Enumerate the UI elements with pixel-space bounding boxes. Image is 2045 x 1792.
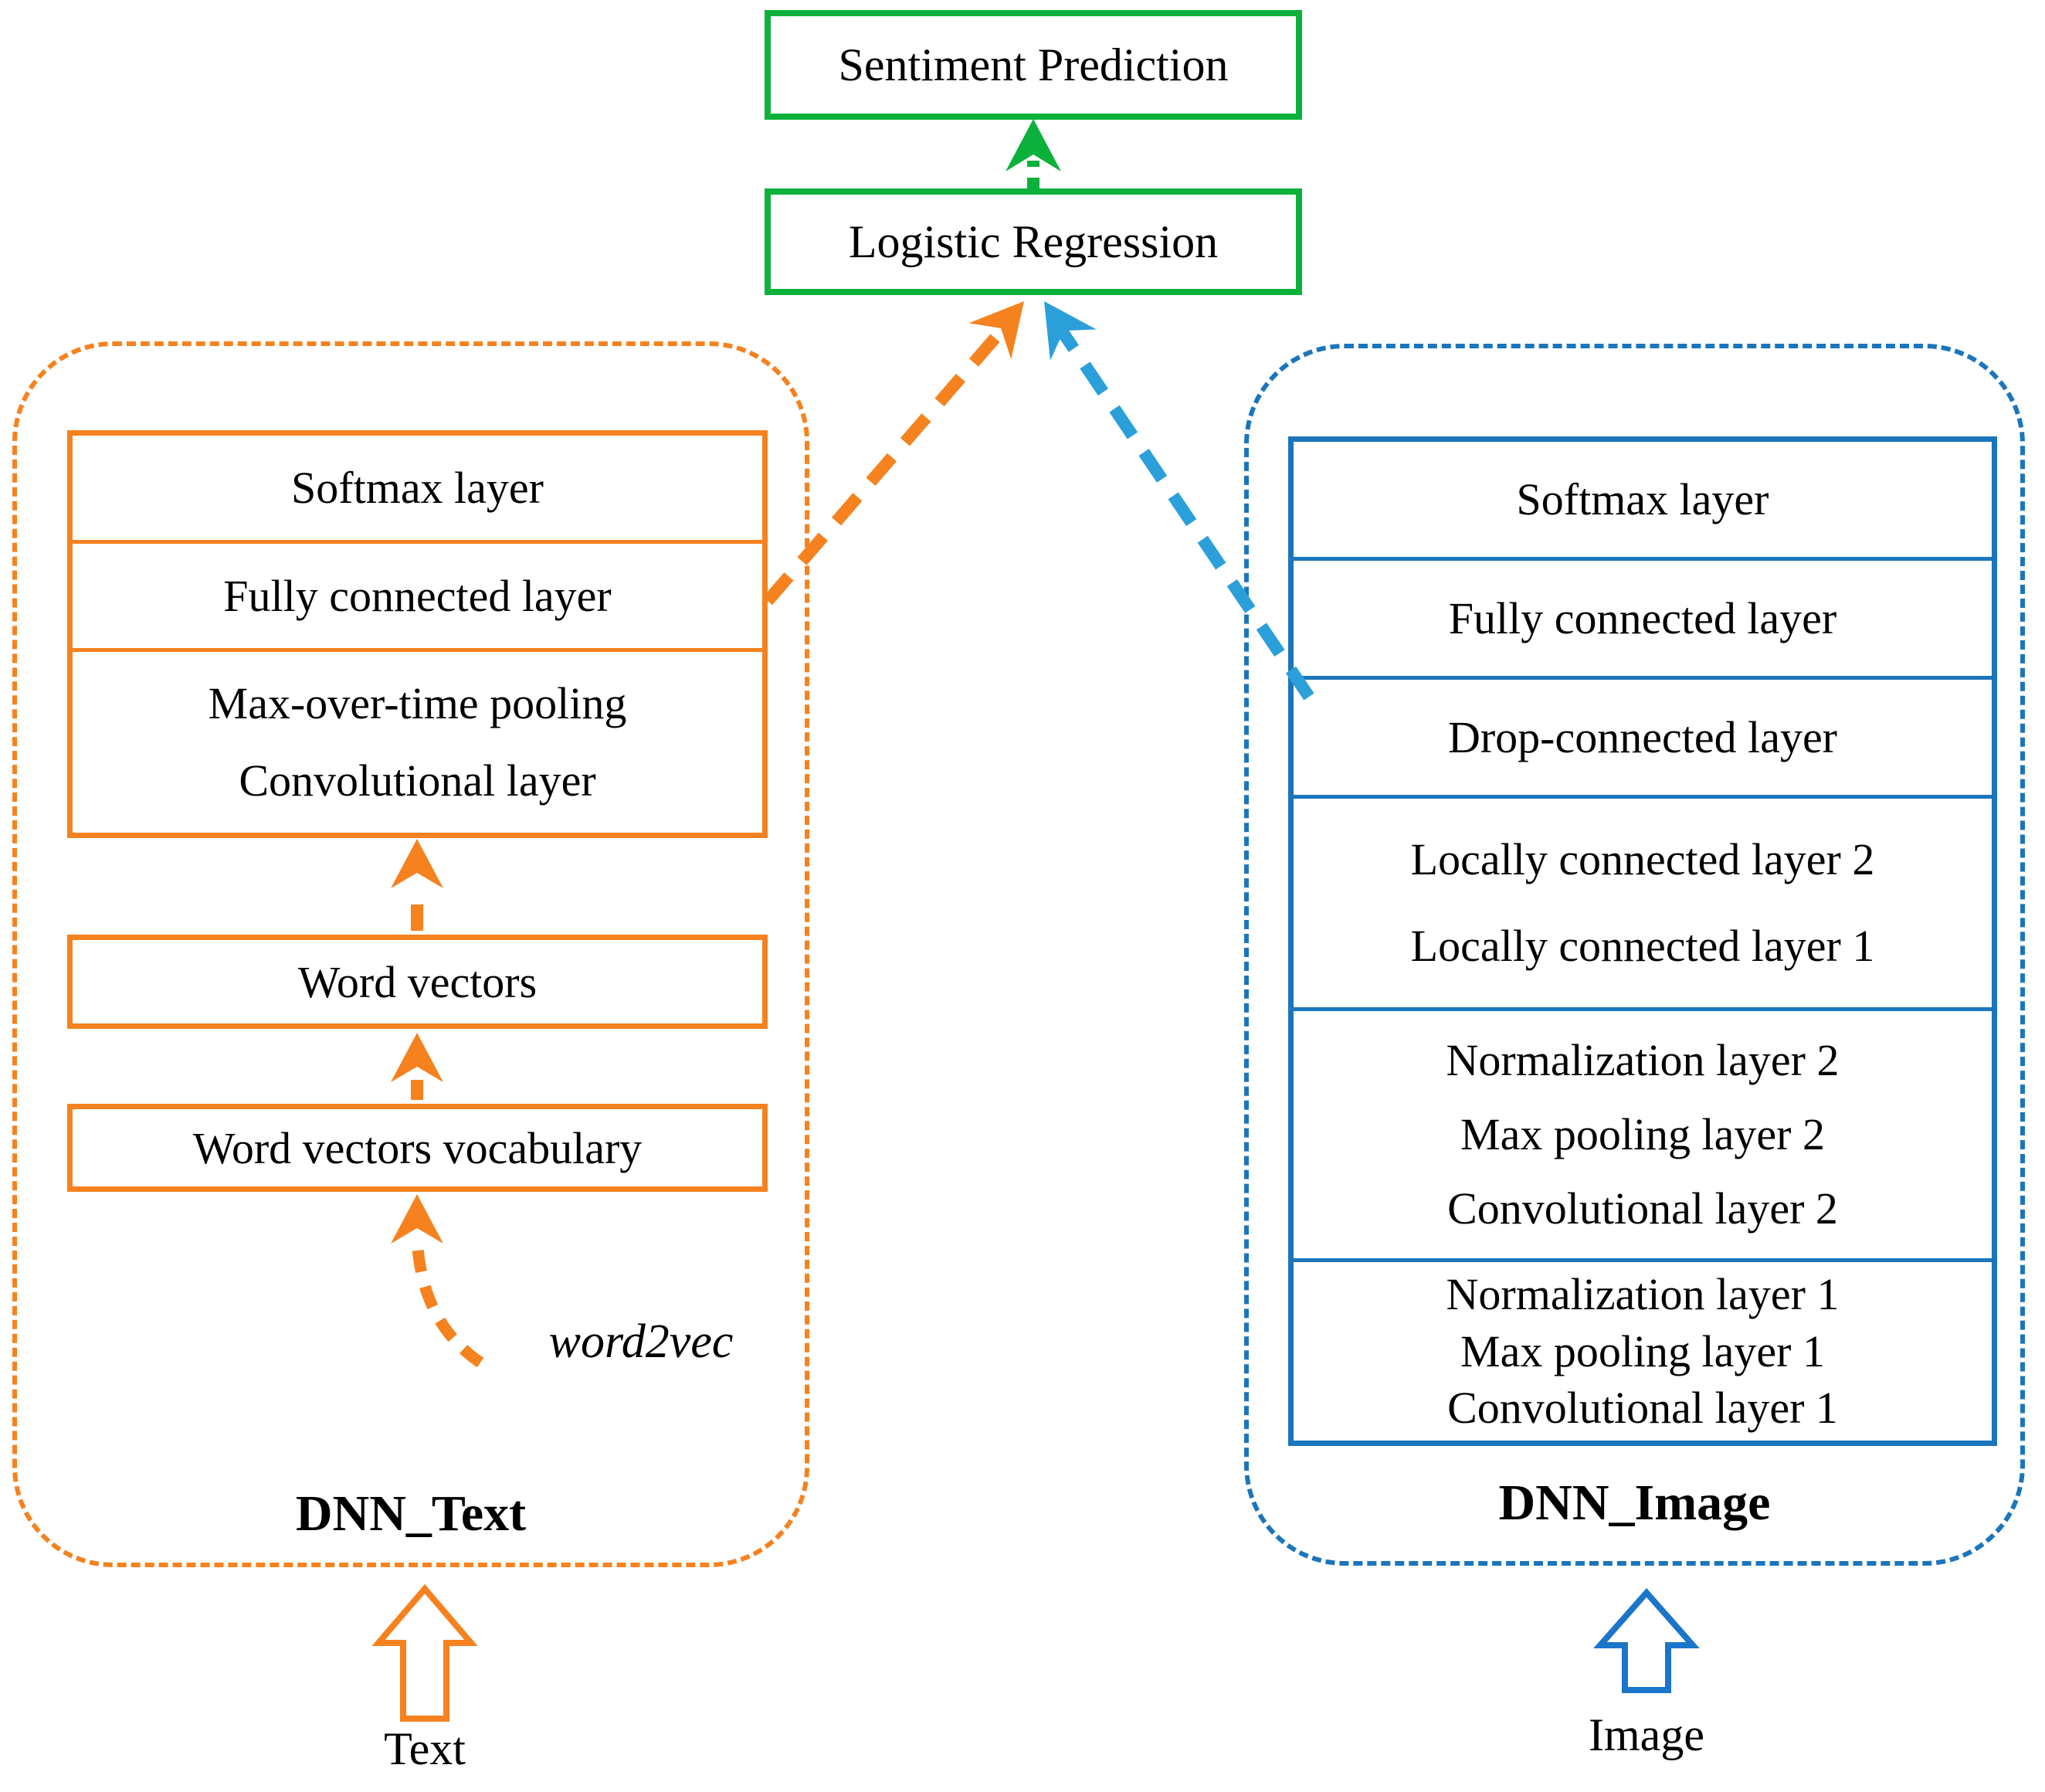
text-fully-connected-layer-row: Fully connected layer	[73, 540, 762, 648]
word-vectors-label: Word vectors	[297, 956, 538, 1007]
word-vectors-box: Word vectors	[67, 935, 768, 1029]
drop-connected-layer-label: Drop-connected layer	[1447, 711, 1838, 762]
sentiment-prediction-box: Sentiment Prediction	[765, 10, 1302, 120]
image-fully-connected-layer-label: Fully connected layer	[1448, 592, 1837, 643]
image-fully-connected-layer-row: Fully connected layer	[1294, 557, 1992, 676]
convolutional-layer-2-label: Convolutional layer 2	[1447, 1183, 1838, 1234]
dnn-text-title: DNN_Text	[295, 1485, 527, 1542]
image-softmax-layer-row: Softmax layer	[1294, 442, 1992, 557]
text-pooling-convolution-row: Max-over-time pooling Convolutional laye…	[73, 648, 762, 833]
text-convolutional-layer-label: Convolutional layer	[239, 755, 596, 806]
locally-connected-layer-2-label: Locally connected layer 2	[1410, 834, 1875, 885]
conv-block-1-row: Normalization layer 1 Max pooling layer …	[1294, 1258, 1992, 1441]
text-softmax-layer-row: Softmax layer	[73, 436, 762, 540]
max-over-time-pooling-label: Max-over-time pooling	[208, 678, 627, 729]
text-fully-connected-layer-label: Fully connected layer	[223, 570, 612, 621]
convolutional-layer-1-label: Convolutional layer 1	[1447, 1383, 1838, 1434]
image-input-block-arrow-icon	[1593, 1587, 1700, 1693]
dnn-text-layer-stack: Softmax layer Fully connected layer Max-…	[67, 430, 768, 838]
conv-block-2-row: Normalization layer 2 Max pooling layer …	[1294, 1007, 1992, 1258]
word-vectors-vocabulary-label: Word vectors vocabulary	[192, 1122, 643, 1173]
dnn-image-title: DNN_Image	[1498, 1475, 1771, 1531]
logistic-regression-box: Logistic Regression	[765, 188, 1302, 295]
dnn-image-group-container	[1244, 344, 2025, 1566]
drop-connected-layer-row: Drop-connected layer	[1294, 676, 1992, 795]
word-vectors-vocabulary-box: Word vectors vocabulary	[67, 1104, 768, 1192]
locally-connected-layers-row: Locally connected layer 2 Locally connec…	[1294, 795, 1992, 1007]
normalization-layer-1-label: Normalization layer 1	[1446, 1268, 1840, 1319]
text-input-label: Text	[384, 1723, 466, 1774]
text-input-block-arrow-icon	[371, 1583, 478, 1722]
logistic-to-sentiment-arrow-icon	[1006, 119, 1061, 190]
dnn-text-group-container	[12, 341, 809, 1567]
sentiment-prediction-label: Sentiment Prediction	[838, 39, 1229, 90]
dnn-image-layer-stack: Softmax layer Fully connected layer Drop…	[1288, 436, 1997, 1446]
logistic-regression-label: Logistic Regression	[848, 216, 1219, 267]
locally-connected-layer-1-label: Locally connected layer 1	[1410, 920, 1875, 971]
image-input-label: Image	[1589, 1709, 1704, 1760]
max-pooling-layer-1-label: Max pooling layer 1	[1460, 1325, 1825, 1376]
image-softmax-layer-label: Softmax layer	[1516, 473, 1769, 524]
word2vec-annotation: word2vec	[548, 1315, 734, 1368]
text-softmax-layer-label: Softmax layer	[291, 462, 544, 513]
normalization-layer-2-label: Normalization layer 2	[1446, 1035, 1840, 1086]
max-pooling-layer-2-label: Max pooling layer 2	[1460, 1109, 1825, 1160]
